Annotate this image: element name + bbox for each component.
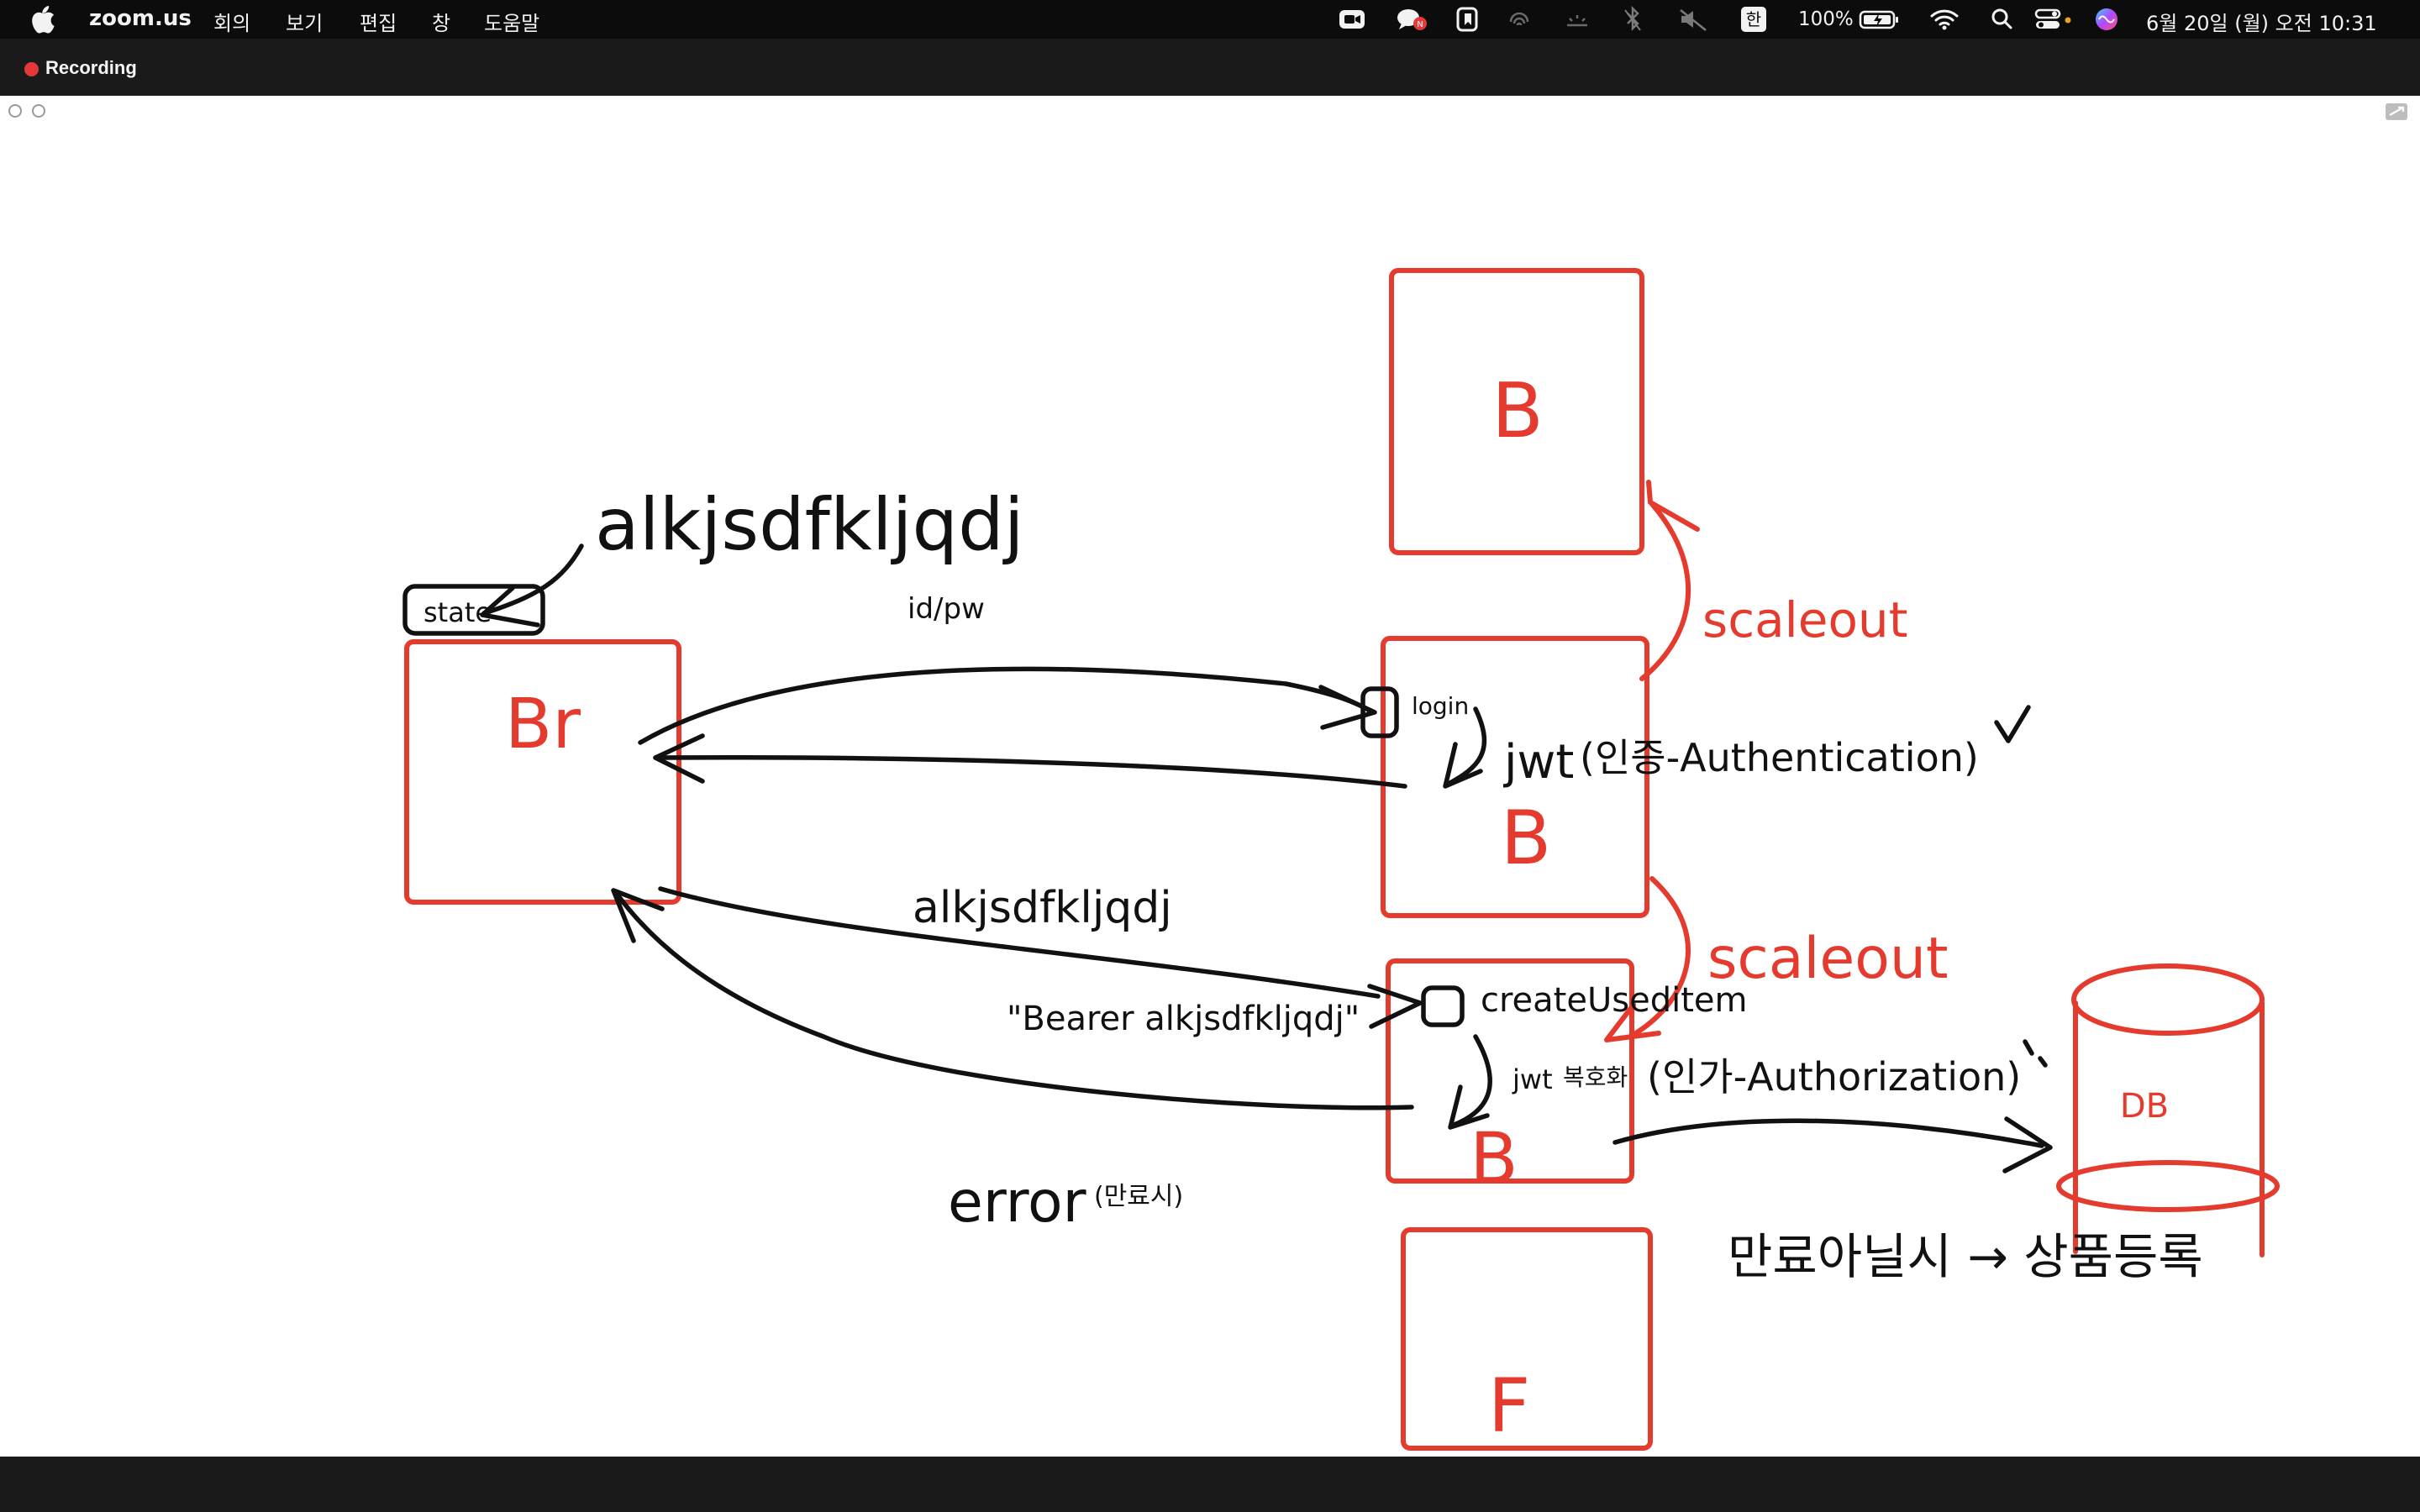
- input-method-label: 한: [1741, 7, 1766, 32]
- brightness-icon[interactable]: [1563, 0, 1591, 39]
- wifi-icon[interactable]: [1929, 0, 1960, 39]
- login-label: login: [1412, 692, 1469, 720]
- fingerprint-icon[interactable]: [1506, 0, 1533, 39]
- token-to-state-arrowhead: [480, 585, 540, 627]
- check-mark: [1994, 705, 2031, 743]
- battery-percent: 100%: [1798, 8, 1854, 30]
- frontend-box: [1401, 1227, 1653, 1451]
- whiteboard-close-icon[interactable]: [8, 104, 22, 118]
- id-pw-arrow: [638, 666, 1372, 745]
- create-port: [1421, 985, 1465, 1027]
- jwt-auth-curve-head: [1443, 742, 1483, 789]
- state-label: state: [424, 596, 492, 628]
- jwt-auth-text-label: (인증-Authentication): [1580, 735, 1979, 780]
- apple-icon[interactable]: [30, 5, 55, 34]
- backend-create-label: B: [1470, 1117, 1518, 1200]
- menu-edit[interactable]: 편집: [360, 12, 397, 35]
- bookmark-app-icon[interactable]: [1455, 0, 1479, 39]
- menubar-clock[interactable]: 6월 20일 (월) 오전 10:31: [2146, 12, 2377, 35]
- zoom-video-icon[interactable]: [1338, 0, 1366, 39]
- state-box: [402, 584, 545, 636]
- browser-label: Br: [505, 685, 581, 764]
- backend-login-box: [1381, 636, 1649, 918]
- to-db-arrowhead: [2002, 1116, 2053, 1173]
- bluetooth-icon[interactable]: [1622, 0, 1644, 39]
- id-pw-arrowhead: [1318, 685, 1377, 730]
- battery-charging-icon[interactable]: [1859, 0, 1901, 39]
- bearer-request-arrow: [658, 886, 1381, 999]
- scaleout-arrowhead-up: [1646, 480, 1700, 532]
- mute-icon[interactable]: [1677, 0, 1709, 39]
- menu-window[interactable]: 창: [432, 12, 451, 35]
- recording-dot-icon: [24, 62, 39, 76]
- scaleout-arrow-down: [1628, 876, 1691, 1039]
- bearer-request-arrowhead: [1367, 984, 1423, 1029]
- id-pw-label: id/pw: [908, 592, 985, 626]
- to-db-arrow: [1612, 1118, 2044, 1148]
- spotlight-search-icon[interactable]: [1990, 0, 2015, 39]
- menu-help[interactable]: 도움말: [484, 12, 540, 35]
- create-used-item-label: createUseditem: [1481, 981, 1747, 1020]
- bottom-bar: [0, 1457, 2420, 1512]
- control-center-icon[interactable]: [2033, 0, 2074, 39]
- whiteboard-canvas[interactable]: [0, 96, 2420, 1457]
- menu-bar: zoom.us 회의 보기 편집 창 도움말 N 한 100%: [0, 0, 2420, 39]
- database-label: DB: [2120, 1087, 2169, 1126]
- diagram-drawing: Br B B B F DB scaleout scaleout alkjsdfk…: [402, 268, 2280, 1451]
- backend-login-label: B: [1501, 795, 1551, 881]
- chat-notification-icon[interactable]: N: [1395, 0, 1428, 39]
- database-cylinder: [2056, 963, 2280, 1257]
- browser-box: [404, 639, 681, 905]
- app-menu-zoom[interactable]: zoom.us: [89, 6, 192, 31]
- not-expired-label: 만료아닐시 → 상품등록: [1728, 1228, 2203, 1285]
- token-to-state-arrow: [481, 543, 584, 616]
- backend-create-box: [1386, 958, 1634, 1184]
- jwt-decode-ko-label: 복호화: [1563, 1063, 1628, 1091]
- token-return-arrowhead: [653, 733, 705, 784]
- error-return-arrowhead: [611, 888, 665, 943]
- jwt-decode-curve-head: [1448, 1084, 1490, 1130]
- login-port: [1360, 686, 1399, 738]
- menu-view[interactable]: 보기: [286, 12, 324, 35]
- backend-top-box: [1389, 268, 1644, 555]
- error-return-arrow: [614, 891, 1414, 1110]
- menu-meeting[interactable]: 회의: [213, 12, 251, 35]
- jwt-decode-jwt-label: jwt: [1512, 1063, 1553, 1095]
- scaleout-label-1: scaleout: [1702, 591, 1907, 648]
- token-return-arrow: [653, 755, 1407, 789]
- jwt-auth-jwt-label: jwt: [1502, 735, 1574, 790]
- authorization-label: (인가-Authorization): [1647, 1054, 2021, 1100]
- token-return-label: alkjsdfkljqdj: [913, 883, 1172, 933]
- jwt-decode-curve: [1449, 1034, 1492, 1128]
- bearer-label: "Bearer alkjsdfkljqdj": [1007, 1000, 1360, 1038]
- scaleout-arrowhead-down: [1604, 1002, 1661, 1042]
- scribble-marks: [2023, 1039, 2048, 1068]
- recording-label[interactable]: Recording: [45, 57, 137, 78]
- scaleout-arrow-up: [1639, 501, 1691, 681]
- error-note-label: (만료시): [1094, 1182, 1183, 1211]
- frontend-label: F: [1488, 1362, 1531, 1449]
- backend-top-label: B: [1491, 367, 1544, 455]
- input-method-icon[interactable]: 한: [1741, 0, 1766, 39]
- whiteboard-minimize-icon[interactable]: [32, 104, 45, 118]
- scaleout-label-2: scaleout: [1707, 926, 1949, 992]
- svg-text:N: N: [1417, 20, 1423, 29]
- error-label: error: [948, 1169, 1086, 1236]
- expand-icon[interactable]: [2385, 102, 2408, 121]
- recording-bar: Recording: [0, 39, 2420, 96]
- token-top-label: alkjsdfkljqdj: [595, 483, 1024, 567]
- siri-icon[interactable]: [2092, 0, 2121, 39]
